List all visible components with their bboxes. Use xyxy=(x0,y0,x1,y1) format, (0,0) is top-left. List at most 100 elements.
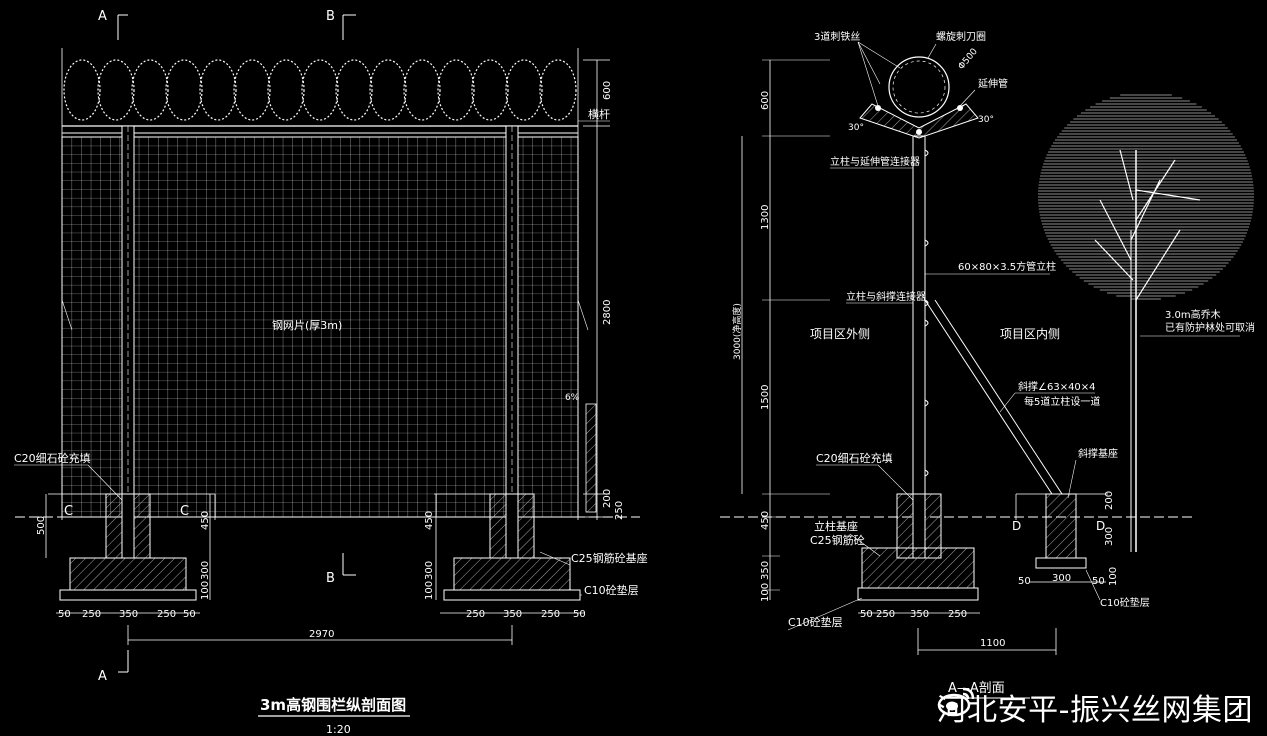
c10-cushion-left-label: C10砼垫层 xyxy=(788,615,843,629)
c25-base-label: C25钢筋砼基座 xyxy=(571,551,648,565)
post-brace-joint-label: 立柱与斜撑连接器 xyxy=(846,290,926,303)
section-mark-a-top: A xyxy=(98,9,128,40)
left-elevation-view: A B xyxy=(14,9,648,736)
razor-coil-loop xyxy=(539,59,577,121)
post-footing xyxy=(857,493,979,601)
post-ext-joint-label: 立柱与延伸管连接器 xyxy=(830,155,920,168)
svg-text:250: 250 xyxy=(614,501,625,520)
post-base-label: 立柱基座 xyxy=(814,519,858,533)
watermark: 河北安平-振兴丝网集团 xyxy=(937,683,1253,731)
svg-text:250: 250 xyxy=(876,609,895,620)
svg-text:100: 100 xyxy=(200,581,211,600)
footing-left xyxy=(59,493,197,601)
c20-fill-right-label: C20细石砼充填 xyxy=(816,451,893,465)
razor-coil-loop xyxy=(403,59,441,121)
extension-pipe-label: 延伸管 xyxy=(978,77,1008,90)
dims-right: 600 2800 200 250 6% xyxy=(565,59,625,520)
c10-cushion-label: C10砼垫层 xyxy=(584,583,639,597)
razor-coil-loop xyxy=(335,59,373,121)
svg-text:300: 300 xyxy=(424,561,435,580)
svg-text:200: 200 xyxy=(1104,491,1115,510)
svg-text:B: B xyxy=(326,9,335,24)
fence-post-right xyxy=(505,125,519,559)
svg-text:6%: 6% xyxy=(565,393,580,403)
right-view-title: A—A剖面 xyxy=(948,681,1005,696)
brace-note-label: 每5道立柱设一道 xyxy=(1024,395,1100,408)
top-rail-label: 横杆 xyxy=(588,107,610,121)
section-mark-b-top: B xyxy=(326,9,356,40)
svg-text:350: 350 xyxy=(503,609,522,620)
svg-text:50: 50 xyxy=(1092,576,1105,587)
c20-fill-label: C20细石砼充填 xyxy=(14,451,91,465)
svg-text:100: 100 xyxy=(760,583,771,602)
svg-text:450: 450 xyxy=(760,511,771,530)
svg-text:250: 250 xyxy=(157,609,176,620)
post-spec-label: 60×80×3.5方管立柱 xyxy=(958,260,1056,273)
y-arm xyxy=(859,56,979,139)
brace-base-label: 斜撑基座 xyxy=(1078,447,1118,460)
mesh-label: 钢网片(厚3m) xyxy=(272,319,342,332)
svg-text:1300: 1300 xyxy=(760,205,771,230)
svg-text:50: 50 xyxy=(183,609,196,620)
razor-wire-coils xyxy=(63,59,577,121)
svg-text:250: 250 xyxy=(82,609,101,620)
razor-coil-loop xyxy=(505,59,543,121)
svg-text:C: C xyxy=(64,504,73,519)
brace-footing xyxy=(1015,493,1108,569)
svg-text:30°: 30° xyxy=(848,123,864,133)
svg-text:250: 250 xyxy=(541,609,560,620)
razor-coil-circle xyxy=(888,56,950,118)
svg-text:250: 250 xyxy=(466,609,485,620)
svg-text:B: B xyxy=(326,571,335,586)
svg-text:350: 350 xyxy=(760,561,771,580)
c10-cushion-right-label: C10砼垫层 xyxy=(1100,596,1150,609)
tree-illustration xyxy=(1038,94,1254,552)
inside-label: 项目区内侧 xyxy=(1000,327,1060,341)
svg-text:50: 50 xyxy=(860,609,873,620)
diagonal-brace xyxy=(924,299,1063,495)
svg-text:100: 100 xyxy=(424,581,435,600)
svg-text:600: 600 xyxy=(602,81,613,100)
post-spacing-dim: 2970 xyxy=(309,629,334,640)
section-mark-a-bottom: A xyxy=(98,650,129,684)
section-mark-b-bottom: B xyxy=(326,553,356,586)
razor-coil-loop xyxy=(199,59,237,121)
brace-spec-label: 斜撑∠63×40×4 xyxy=(1018,380,1096,393)
total-height-dim: 3000(净高度) xyxy=(731,303,743,360)
weibo-icon xyxy=(937,687,974,717)
base-length-dim: 1100 xyxy=(980,638,1005,649)
svg-text:300: 300 xyxy=(200,561,211,580)
svg-text:50: 50 xyxy=(58,609,71,620)
svg-text:500: 500 xyxy=(36,516,47,535)
fence-post-left xyxy=(121,125,135,559)
svg-text:A: A xyxy=(98,9,107,24)
svg-text:50: 50 xyxy=(1018,576,1031,587)
svg-text:600: 600 xyxy=(760,91,771,110)
razor-coil-loop xyxy=(97,59,135,121)
svg-text:2800: 2800 xyxy=(602,300,613,325)
tree-height-label: 3.0m高乔木 xyxy=(1165,308,1221,321)
svg-text:350: 350 xyxy=(910,609,929,620)
svg-text:A: A xyxy=(98,669,107,684)
svg-text:30°: 30° xyxy=(978,115,994,125)
svg-text:250: 250 xyxy=(948,609,967,620)
svg-text:1500: 1500 xyxy=(760,385,771,410)
svg-text:450: 450 xyxy=(200,511,211,530)
razor-coil-loop xyxy=(233,59,271,121)
footing-right xyxy=(443,493,581,601)
razor-coil-loop xyxy=(471,59,509,121)
barbed-wire-label: 3道刺铁丝 xyxy=(814,30,860,43)
razor-coil-loop xyxy=(267,59,305,121)
razor-coil-loop xyxy=(63,59,101,121)
svg-text:50: 50 xyxy=(573,609,586,620)
right-section-view: 600 1300 1500 450 350 100 3000(净高度) 3道刺铁… xyxy=(720,30,1255,699)
svg-text:300: 300 xyxy=(1052,573,1071,584)
left-view-title: 3m高钢围栏纵剖面图 xyxy=(260,696,406,714)
razor-coil-loop xyxy=(131,59,169,121)
svg-text:Φ500: Φ500 xyxy=(957,47,980,72)
c25-right-label: C25钢筋砼 xyxy=(810,533,865,547)
razor-coil-label: 螺旋刺刀圈 xyxy=(936,30,986,43)
left-view-scale: 1:20 xyxy=(326,723,351,736)
svg-text:C: C xyxy=(180,504,189,519)
razor-coil-loop xyxy=(165,59,203,121)
